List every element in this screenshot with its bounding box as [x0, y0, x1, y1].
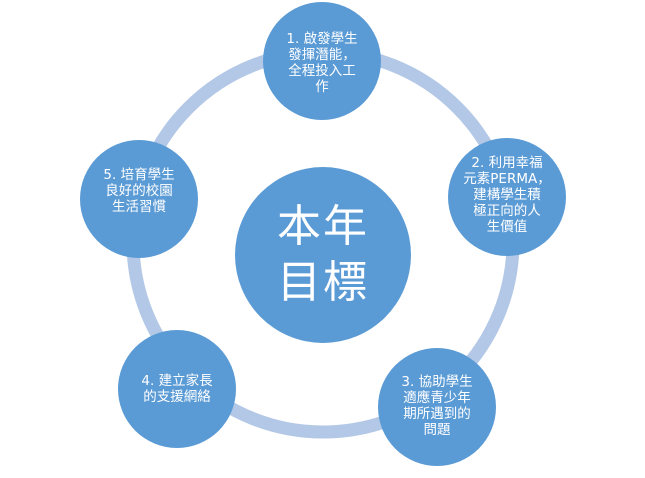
node-2-label: 2. 利用幸福 元素PERMA， 建構學生積 極正向的人 生價值	[463, 155, 551, 235]
node-4-circle	[118, 330, 236, 448]
node-3-circle	[378, 348, 496, 466]
center-label: 本年 目標	[277, 201, 369, 308]
node-1-label: 1. 啟發學生 發揮潛能， 全程投入工 作	[286, 31, 358, 95]
node-4-label: 4. 建立家長 的支援網絡	[141, 373, 213, 405]
center-circle	[235, 167, 411, 343]
node-1-circle	[263, 2, 381, 120]
node-3-label: 3. 協助學生 適應青少年 期所遇到的 問題	[401, 374, 473, 438]
node-5-label: 5. 培育學生 良好的校園 生活習慣	[103, 167, 175, 215]
node-5-circle	[80, 140, 198, 258]
node-2-circle	[448, 138, 566, 256]
